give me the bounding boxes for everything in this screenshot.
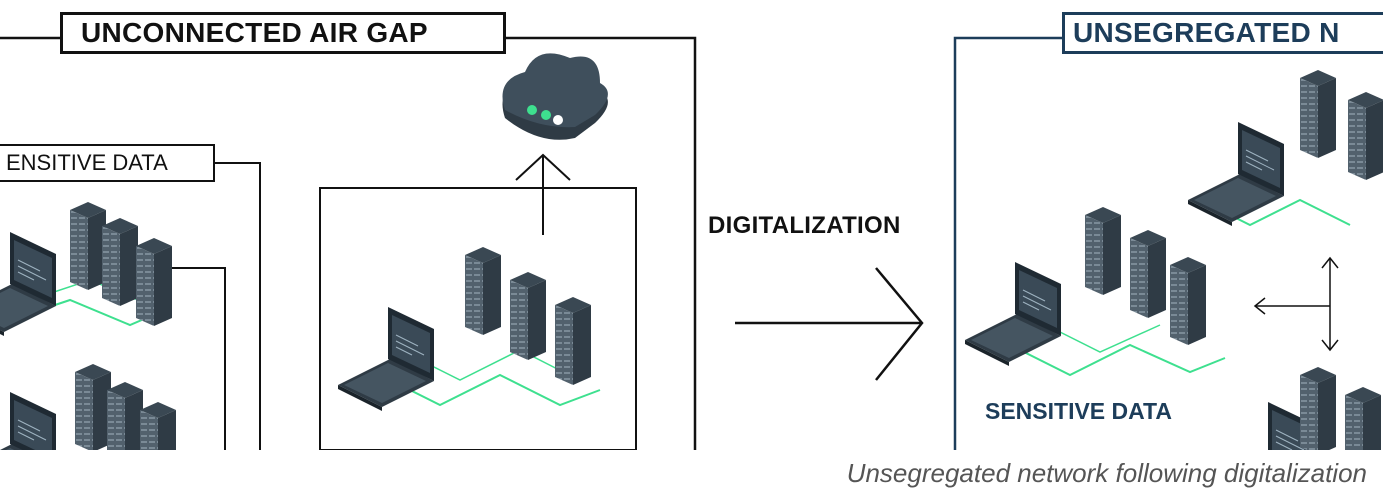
left-title-label: UNCONNECTED AIR GAP — [60, 12, 506, 54]
left-server-cluster-1 — [0, 202, 172, 337]
digitalization-label: DIGITALIZATION — [708, 212, 901, 239]
server-rack-icon — [1130, 230, 1166, 318]
server-rack-icon — [1085, 207, 1121, 295]
server-rack-icon — [1300, 367, 1336, 455]
right-title-label: UNSEGREGATED N — [1062, 12, 1383, 54]
left-sensitive-data-label: ENSITIVE DATA — [0, 144, 215, 182]
server-rack-icon — [102, 218, 138, 306]
right-server-cluster-top — [1187, 70, 1383, 227]
laptop-icon — [0, 231, 57, 337]
server-rack-icon — [555, 297, 591, 385]
laptop-icon — [964, 261, 1062, 367]
figure-caption: Unsegregated network following digitaliz… — [846, 458, 1367, 488]
right-server-cluster-main — [964, 207, 1226, 377]
server-rack-icon — [70, 202, 106, 290]
left-frame — [0, 36, 697, 450]
network-cross-arrows — [1253, 256, 1339, 352]
server-rack-icon — [510, 272, 546, 360]
server-rack-icon — [465, 247, 501, 335]
laptop-icon — [1187, 121, 1285, 227]
server-rack-icon — [75, 364, 111, 452]
right-sensitive-data-label: SENSITIVE DATA — [985, 398, 1172, 424]
isolated-server-cluster — [337, 247, 601, 412]
cloud-icon — [502, 53, 608, 140]
digitalization-arrow — [735, 267, 924, 381]
right-frame — [953, 36, 1062, 450]
server-rack-icon — [1348, 92, 1383, 180]
server-rack-icon — [1300, 70, 1336, 158]
left-sensitive-frame — [168, 162, 261, 450]
server-rack-icon — [1170, 257, 1206, 345]
upload-arrow — [515, 153, 571, 235]
server-rack-icon — [136, 238, 172, 326]
